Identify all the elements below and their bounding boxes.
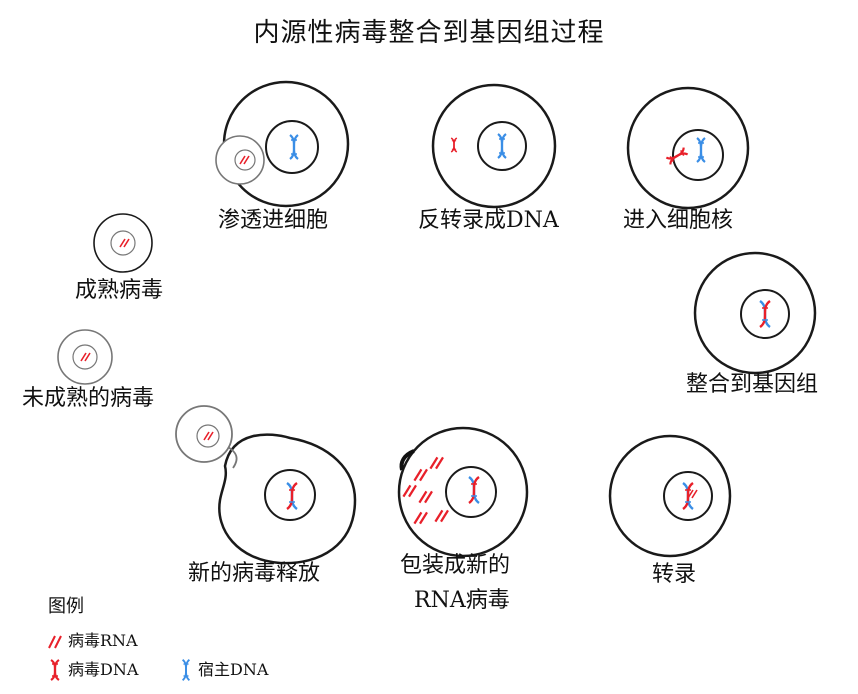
legend-host-dna-label: 宿主DNA [198,660,269,679]
legend-viral-rna-icon [48,635,62,649]
legend-title: 图例 [48,596,84,617]
legend-host-dna-icon [181,658,191,682]
label-immature-virus: 未成熟的病毒 [22,386,155,411]
label-integrate: 整合到基因组 [686,372,819,397]
cell-packaging [397,426,529,558]
label-package-line2: RNA病毒 [414,588,510,613]
label-package-line1: 包装成新的 [400,553,511,578]
cell-release [175,405,357,565]
label-release: 新的病毒释放 [188,561,321,586]
label-penetrate: 渗透进细胞 [218,208,329,233]
legend-viral-dna-label: 病毒DNA [68,660,139,679]
immature-virus [57,329,113,385]
legend-viral-dna-icon [49,658,61,682]
cell-integrate [693,251,817,375]
label-mature-virus: 成熟病毒 [75,278,164,303]
cell-penetrate [215,80,350,208]
label-transcribe: 转录 [652,562,697,587]
mature-virus [93,213,153,273]
cell-reverse-transcribe [431,83,557,209]
label-enter-nucleus: 进入细胞核 [623,208,734,233]
cell-enter-nucleus [626,86,750,210]
diagram-title: 内源性病毒整合到基因组过程 [253,18,605,48]
cell-transcribe [608,434,732,558]
label-reverse-transcribe: 反转录成DNA [418,208,559,233]
legend-viral-rna-label: 病毒RNA [68,631,138,650]
